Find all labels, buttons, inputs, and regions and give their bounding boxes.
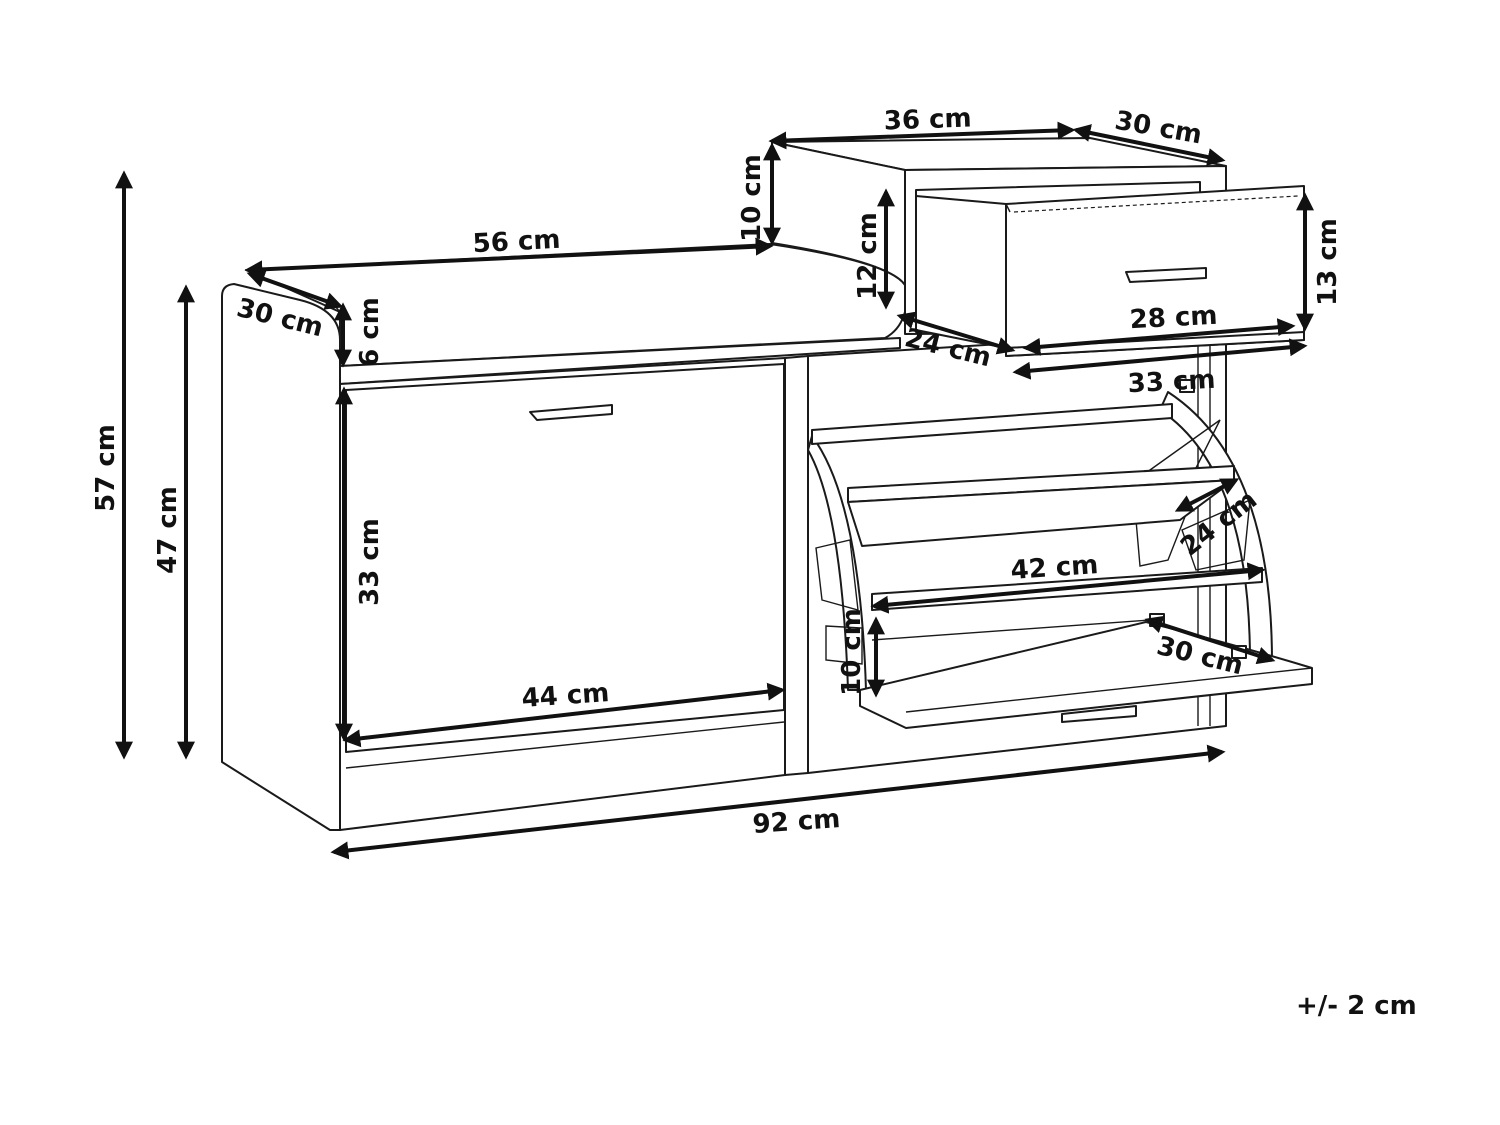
shoe-shelf-1	[811, 403, 1173, 445]
label-drawer-front-width: 33 cm	[1127, 365, 1216, 400]
label-bench-height: 47 cm	[153, 486, 183, 574]
label-left-door-height: 33 cm	[355, 518, 385, 606]
left-door-handle	[529, 404, 613, 421]
dimension-lines	[115, 121, 1314, 860]
label-shoe-shelf-width: 42 cm	[1010, 550, 1100, 586]
label-drawer-front-height: 13 cm	[1313, 218, 1343, 306]
label-total-height: 57 cm	[91, 424, 121, 512]
label-total-width: 92 cm	[752, 804, 842, 840]
middle-divider	[784, 355, 809, 776]
label-drawer-cabinet-width: 36 cm	[883, 103, 972, 136]
flap-handle	[1061, 705, 1137, 723]
tolerance-note: +/- 2 cm	[1296, 991, 1417, 1021]
label-left-inner-width: 44 cm	[521, 678, 611, 714]
label-seat-thickness: 6 cm	[355, 297, 385, 367]
shoe-shelf-2-board	[847, 479, 1235, 547]
label-seat-length: 56 cm	[472, 225, 561, 260]
flap-left-curve	[807, 435, 867, 691]
label-drawer-cabinet-depth: 30 cm	[1113, 106, 1205, 151]
label-drawer-cabinet-height: 10 cm	[737, 154, 767, 242]
drawer-handle	[1125, 267, 1207, 283]
left-side-panel	[221, 283, 341, 831]
label-drawer-inner-width: 28 cm	[1129, 301, 1218, 336]
label-flap-height: 10 cm	[837, 608, 867, 696]
label-drawer-inner-height: 12 cm	[853, 212, 883, 300]
